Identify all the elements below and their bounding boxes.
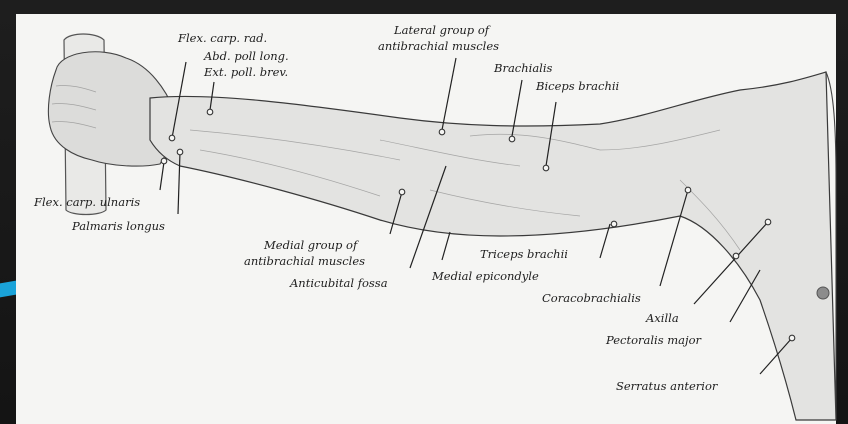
label-ext-poll-brev: Ext. poll. brev. [203,65,288,79]
arm-illustration [48,34,836,420]
label-biceps-brachii: Biceps brachii [535,79,620,93]
label-flex-carp-ulnaris: Flex. carp. ulnaris [33,195,140,209]
label-lateral-group-line2: antibrachial muscles [378,39,499,53]
label-lateral-group-line1: Lateral group of [393,23,491,37]
label-pectoralis-major: Pectoralis major [605,333,703,347]
label-flex-carp-rad: Flex. carp. rad. [177,31,267,45]
label-palmaris-longus: Palmaris longus [71,219,165,233]
label-triceps-brachii: Triceps brachii [480,247,568,261]
label-medial-group-line2: antibrachial muscles [244,254,365,268]
label-medial-group-line1: Medial group of [263,238,359,252]
label-medial-epicondyle: Medial epicondyle [431,269,539,283]
label-coracobrachialis: Coracobrachialis [542,291,641,305]
label-brachialis: Brachialis [493,61,553,75]
label-axilla: Axilla [645,311,679,325]
nipple [817,287,829,299]
label-abd-poll-long: Abd. poll long. [203,49,289,63]
arm-body [150,72,836,420]
label-anticubital-fossa: Anticubital fossa [289,276,388,290]
label-serratus-anterior: Serratus anterior [616,379,719,393]
